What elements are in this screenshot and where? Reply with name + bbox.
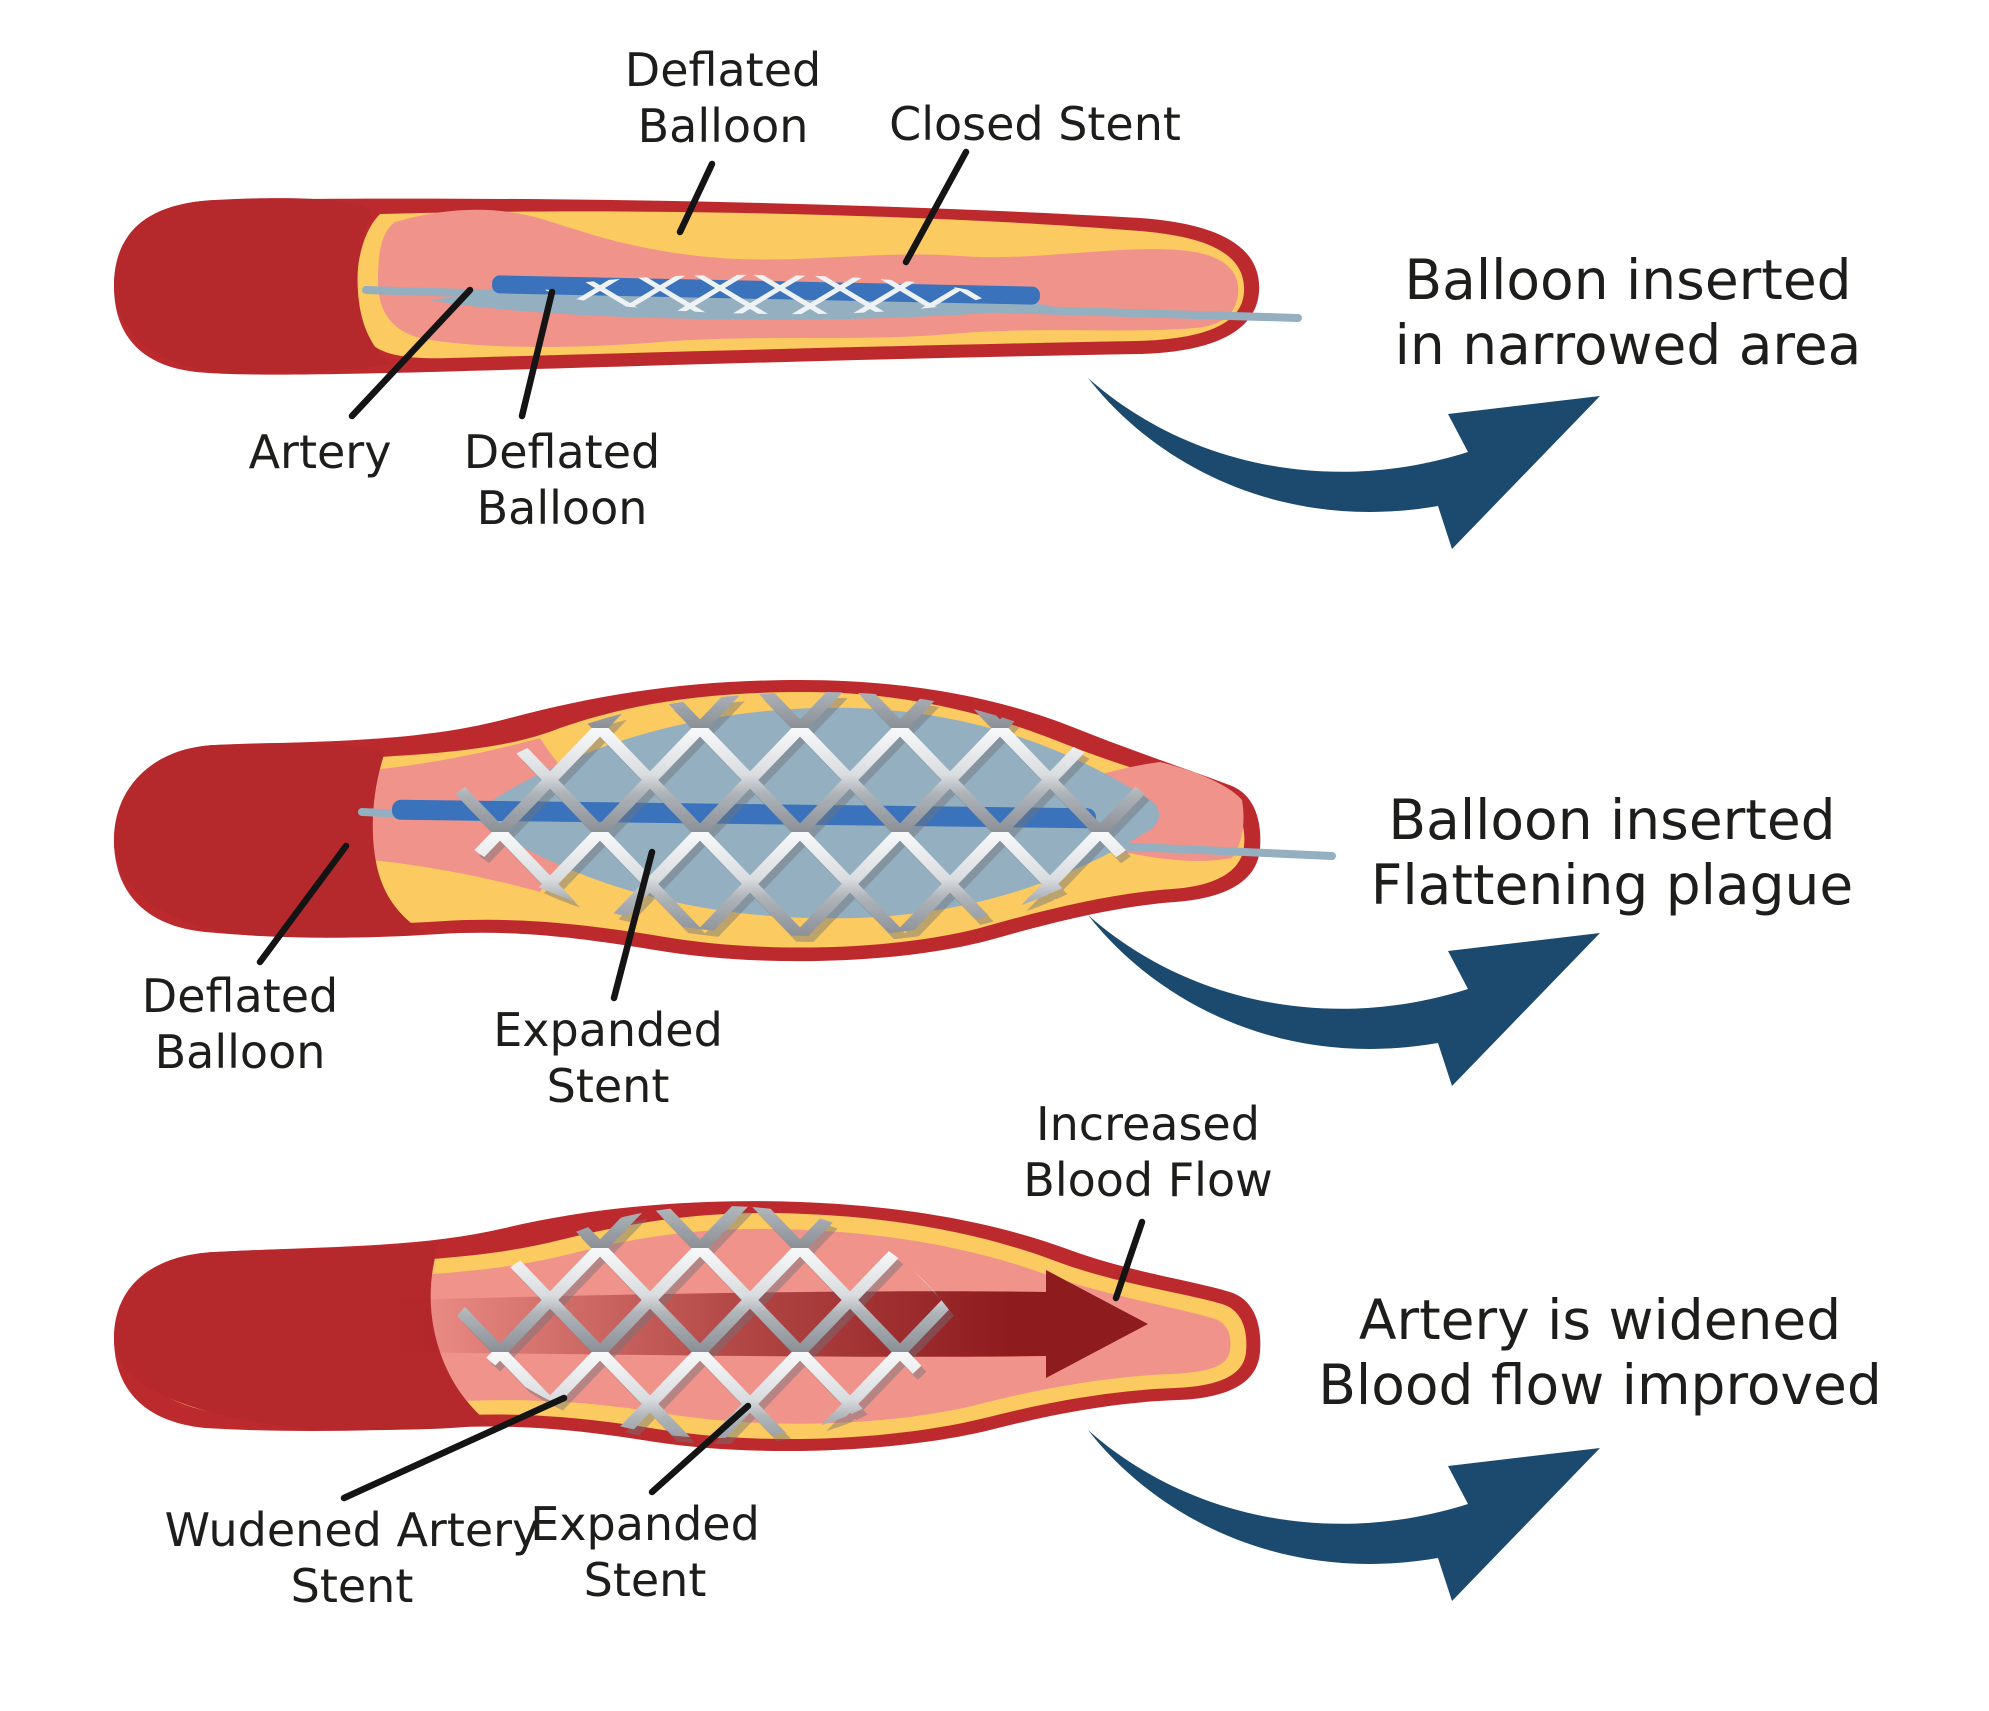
stage2-caption: Balloon inserted Flattening plague bbox=[1370, 788, 1854, 917]
stage1-artery bbox=[114, 198, 1302, 375]
widened-artery-stent-label: Wudened Artery Stent bbox=[164, 1503, 540, 1613]
pointer-widened-artery-stent bbox=[340, 1394, 568, 1502]
deflated-balloon-top-label: Deflated Balloon bbox=[624, 43, 822, 153]
deflated-balloon-bottom-label: Deflated Balloon bbox=[463, 425, 661, 535]
stage2-artery bbox=[114, 680, 1336, 962]
closed-stent-label: Closed Stent bbox=[889, 97, 1181, 151]
pointer-stage2-deflated-balloon bbox=[256, 842, 350, 966]
stage3-caption: Artery is widened Blood flow improved bbox=[1318, 1288, 1882, 1417]
stage1-artery-cap bbox=[114, 198, 392, 375]
step-arrow-2 bbox=[1088, 915, 1600, 1086]
pointer-deflated-balloon-bottom bbox=[518, 288, 556, 420]
pointer-closed-stent bbox=[902, 148, 970, 266]
stage3-artery-cap bbox=[114, 1240, 490, 1430]
pointer-artery bbox=[348, 286, 474, 420]
increased-blood-flow-label: Increased Blood Flow bbox=[1023, 1097, 1273, 1207]
pointer-stage2-expanded-stent bbox=[610, 848, 656, 1002]
step-arrow-1 bbox=[1088, 378, 1600, 549]
stage2-artery-cap bbox=[114, 743, 425, 938]
stage3-expanded-stent-mesh bbox=[452, 1206, 958, 1438]
pointer-deflated-balloon-top bbox=[676, 160, 716, 236]
stage1-caption: Balloon inserted in narrowed area bbox=[1394, 248, 1862, 377]
stage1-closed-stent-mesh bbox=[545, 274, 988, 315]
pointer-lines bbox=[256, 148, 1146, 1502]
stage3-artery bbox=[114, 1201, 1261, 1452]
stage3-expanded-stent-label: Expanded Stent bbox=[530, 1497, 760, 1607]
pointer-increased-blood-flow bbox=[1112, 1218, 1146, 1302]
pointer-stage3-expanded-stent bbox=[648, 1402, 752, 1496]
stage2-expanded-stent-mesh bbox=[432, 691, 1168, 937]
artery-label: Artery bbox=[248, 425, 392, 479]
step-arrow-3 bbox=[1088, 1430, 1600, 1601]
stage2-expanded-stent-label: Expanded Stent bbox=[493, 1003, 723, 1113]
stage2-deflated-balloon-label: Deflated Balloon bbox=[141, 969, 339, 1079]
